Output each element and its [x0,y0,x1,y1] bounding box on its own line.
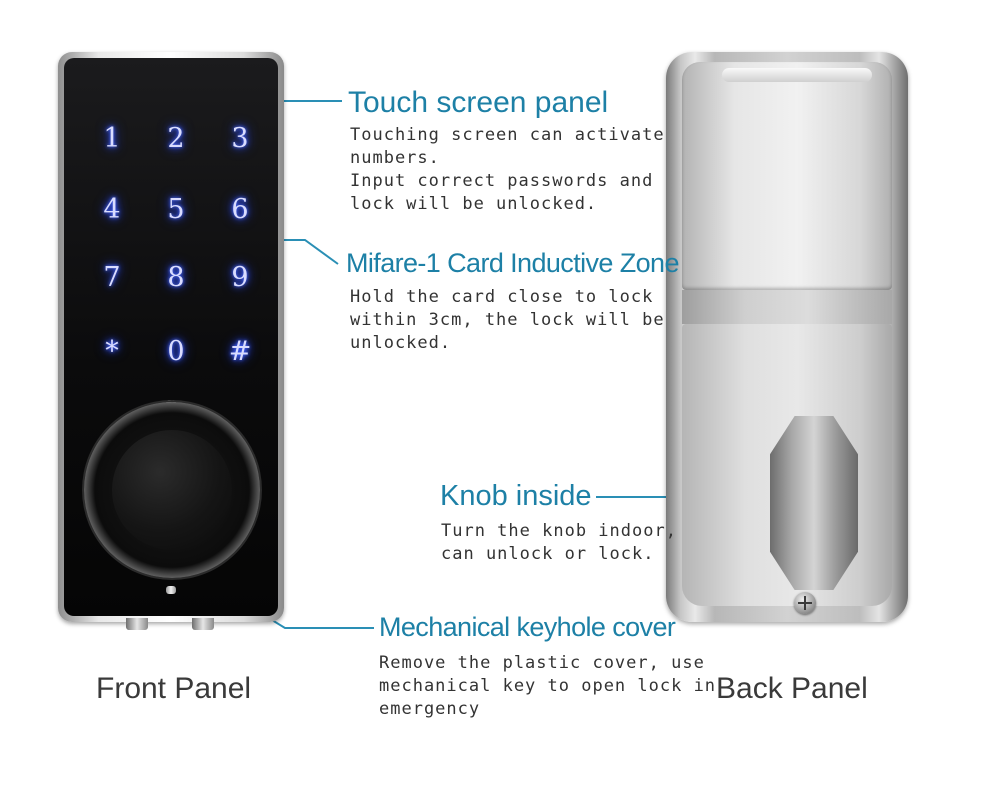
keypad-key-4: 4 [103,194,121,225]
front-knob [84,402,260,578]
keypad-key-2: 2 [167,123,185,154]
knob-bottom-indicator [166,586,176,594]
thumb-turn-knob [770,416,858,590]
keypad-key-8: 8 [167,262,185,293]
mounting-pin-right [192,618,214,630]
touch-screen: 1 2 3 4 5 6 7 8 9 * 0 # [64,58,278,616]
card-zone-desc: Hold the card close to lock within 3cm, … [350,286,665,355]
keypad-key-star: * [105,336,119,367]
battery-cover [682,62,892,290]
touch-screen-desc-line: Input correct passwords and [350,171,654,191]
card-zone-desc-line: within 3cm, the lock will be [350,310,665,330]
keypad-key-hash: # [228,336,252,367]
knob-inside-title: Knob inside [440,480,592,512]
card-zone-desc-line: Hold the card close to lock [350,287,654,307]
keyhole-cover-desc-line: mechanical key to open lock in [379,676,717,696]
keyhole-cover-desc-line: emergency [379,699,481,719]
screw-icon [794,592,816,614]
back-panel-lock [666,52,908,622]
touch-screen-desc-line: Touching screen can activate [350,125,665,145]
back-panel-label: Back Panel [716,672,868,705]
keypad-key-3: 3 [231,123,249,154]
touch-screen-desc: Touching screen can activate numbers. In… [350,124,665,216]
keypad-key-0: 0 [167,336,185,367]
keyhole-cover-desc: Remove the plastic cover, use mechanical… [379,652,716,721]
housing-band [682,290,892,324]
touch-screen-desc-line: lock will be unlocked. [350,194,598,214]
keypad-key-7: 7 [103,262,121,293]
keyhole-cover [112,430,232,550]
card-zone-title: Mifare-1 Card Inductive Zone [346,248,679,278]
knob-inside-desc: Turn the knob indoor, can unlock or lock… [441,520,677,566]
keypad-key-5: 5 [167,194,185,225]
keypad-key-9: 9 [231,262,249,293]
knob-inside-desc-line: can unlock or lock. [441,544,655,564]
touch-screen-title: Touch screen panel [348,86,609,119]
front-panel-label: Front Panel [96,672,252,705]
front-panel-lock: 1 2 3 4 5 6 7 8 9 * 0 # [58,52,284,630]
keypad-key-1: 1 [103,123,121,154]
battery-cover-cap [722,68,872,82]
keyhole-cover-title: Mechanical keyhole cover [379,612,676,642]
keyhole-cover-desc-line: Remove the plastic cover, use [379,653,705,673]
knob-inside-desc-line: Turn the knob indoor, [441,521,677,541]
touch-screen-desc-line: numbers. [350,148,440,168]
mounting-pin-left [126,618,148,630]
card-zone-desc-line: unlocked. [350,333,452,353]
keypad-key-6: 6 [231,194,249,225]
